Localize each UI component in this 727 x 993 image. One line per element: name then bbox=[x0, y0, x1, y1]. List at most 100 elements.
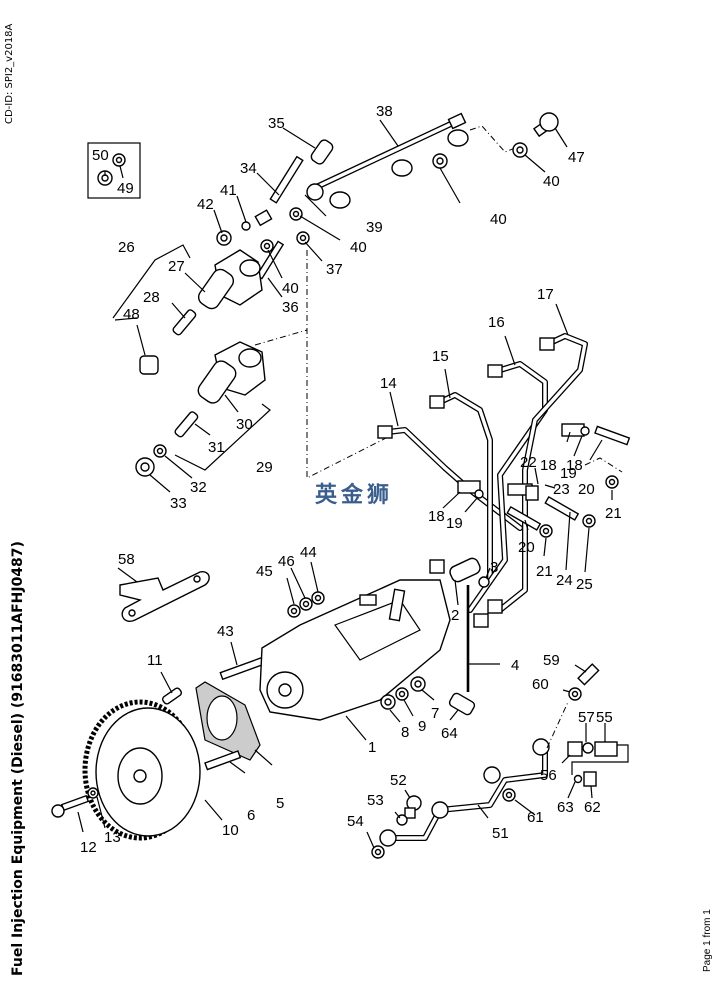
leader-lines bbox=[77, 119, 613, 849]
callout-64: 64 bbox=[441, 725, 458, 742]
sleeve-2[interactable] bbox=[448, 556, 482, 583]
fitting-nut[interactable] bbox=[429, 559, 503, 628]
callout-12: 12 bbox=[80, 839, 97, 856]
callout-24: 24 bbox=[556, 572, 573, 589]
watermark: 英金狮 bbox=[315, 482, 393, 508]
callout-18-mid: 18 bbox=[540, 457, 557, 474]
callout-35: 35 bbox=[268, 115, 285, 132]
nut-62[interactable] bbox=[583, 771, 597, 787]
nut-21-right[interactable] bbox=[605, 475, 619, 489]
callout-29: 29 bbox=[256, 459, 273, 476]
callout-19-left: 19 bbox=[446, 515, 463, 532]
callout-labels: 1 2 3 4 5 6 7 8 9 10 11 12 13 14 15 16 1… bbox=[80, 103, 622, 856]
injection-pump-1[interactable] bbox=[259, 579, 451, 721]
callout-21-left: 21 bbox=[536, 563, 553, 580]
drive-gear-10[interactable] bbox=[82, 699, 201, 841]
callout-27: 27 bbox=[168, 258, 185, 275]
callout-54: 54 bbox=[347, 813, 364, 830]
stud-20-right[interactable] bbox=[594, 425, 631, 446]
callout-26: 26 bbox=[118, 239, 135, 256]
stud-20-left[interactable] bbox=[506, 505, 542, 531]
washer-60[interactable] bbox=[568, 687, 582, 701]
spring-40[interactable] bbox=[254, 209, 273, 227]
callout-5: 5 bbox=[276, 795, 284, 812]
cap-35[interactable] bbox=[309, 138, 334, 166]
pipe-clamp-18-right[interactable] bbox=[561, 423, 590, 437]
washer-40-b[interactable] bbox=[260, 239, 274, 253]
bracket-58[interactable] bbox=[119, 571, 210, 622]
nut-44[interactable] bbox=[311, 591, 325, 605]
rod-4[interactable] bbox=[466, 585, 500, 692]
callout-36: 36 bbox=[282, 299, 299, 316]
callout-9: 9 bbox=[418, 718, 426, 735]
washer-40-a[interactable] bbox=[289, 207, 303, 221]
washer-32[interactable] bbox=[153, 444, 167, 458]
callout-3: 3 bbox=[490, 559, 498, 576]
callout-48: 48 bbox=[123, 306, 140, 323]
washer-9[interactable] bbox=[395, 687, 409, 701]
callout-45: 45 bbox=[256, 563, 273, 580]
solenoid-64[interactable] bbox=[448, 692, 476, 716]
callout-16: 16 bbox=[488, 314, 505, 331]
callout-46: 46 bbox=[278, 553, 295, 570]
callout-8: 8 bbox=[401, 724, 409, 741]
callout-10: 10 bbox=[222, 822, 239, 839]
gasket-5[interactable] bbox=[195, 681, 261, 761]
stud-6[interactable] bbox=[204, 750, 242, 771]
callout-14: 14 bbox=[380, 375, 397, 392]
washer-40-mid[interactable] bbox=[432, 153, 448, 169]
bolt-12[interactable] bbox=[51, 794, 90, 818]
nut-7[interactable] bbox=[410, 676, 426, 692]
callout-17: 17 bbox=[537, 286, 554, 303]
plug-3[interactable] bbox=[478, 576, 490, 588]
callout-33: 33 bbox=[170, 495, 187, 512]
callout-23: 23 bbox=[553, 481, 570, 498]
washer-25[interactable] bbox=[582, 514, 596, 528]
injector-27[interactable] bbox=[196, 249, 263, 312]
ball-41[interactable] bbox=[241, 221, 251, 231]
dowel-11[interactable] bbox=[161, 687, 183, 705]
union-55-56-57[interactable] bbox=[567, 741, 629, 775]
callout-30: 30 bbox=[236, 416, 253, 433]
callout-63: 63 bbox=[557, 799, 574, 816]
injector-pipe-17[interactable] bbox=[497, 333, 588, 613]
nozzle-31[interactable] bbox=[174, 411, 199, 438]
callout-21-right: 21 bbox=[605, 505, 622, 522]
stud-43[interactable] bbox=[219, 656, 266, 681]
stud-34[interactable] bbox=[269, 155, 304, 204]
valve-59[interactable] bbox=[577, 663, 600, 686]
injector-30[interactable] bbox=[195, 341, 266, 406]
washer-61[interactable] bbox=[502, 788, 516, 802]
callout-40-c: 40 bbox=[490, 211, 507, 228]
callout-6: 6 bbox=[247, 807, 255, 824]
pipe-clamp-18-left[interactable] bbox=[457, 480, 484, 499]
washer-8[interactable] bbox=[380, 694, 396, 710]
seal-33[interactable] bbox=[135, 457, 155, 477]
callout-25: 25 bbox=[576, 576, 593, 593]
stud-24[interactable] bbox=[544, 495, 580, 521]
callout-28: 28 bbox=[143, 289, 160, 306]
callout-19-right: 19 bbox=[560, 465, 577, 482]
nut-21-left[interactable] bbox=[539, 524, 553, 538]
nut-42[interactable] bbox=[216, 230, 232, 246]
callout-58: 58 bbox=[118, 551, 135, 568]
nozzle-28[interactable] bbox=[172, 309, 197, 336]
banjo-bolt-47[interactable] bbox=[532, 112, 559, 138]
washer-46[interactable] bbox=[299, 597, 313, 611]
bolt-52[interactable] bbox=[404, 795, 422, 819]
washer-13[interactable] bbox=[87, 787, 99, 799]
callout-60: 60 bbox=[532, 676, 549, 693]
leak-off-rail[interactable] bbox=[306, 112, 516, 209]
pipe-clamp-22[interactable] bbox=[507, 483, 539, 501]
washer-40-right[interactable] bbox=[512, 142, 528, 158]
callout-38: 38 bbox=[376, 103, 393, 120]
ball-63[interactable] bbox=[573, 774, 583, 784]
washer-54[interactable] bbox=[371, 845, 385, 859]
sleeve-48[interactable] bbox=[139, 355, 159, 375]
injector-pipe-14[interactable] bbox=[377, 425, 523, 531]
nut-37[interactable] bbox=[296, 231, 310, 245]
washer-45[interactable] bbox=[287, 604, 301, 618]
callout-51: 51 bbox=[492, 825, 509, 842]
leak-off-pipe-51[interactable] bbox=[379, 738, 550, 847]
callout-55: 55 bbox=[596, 709, 613, 726]
